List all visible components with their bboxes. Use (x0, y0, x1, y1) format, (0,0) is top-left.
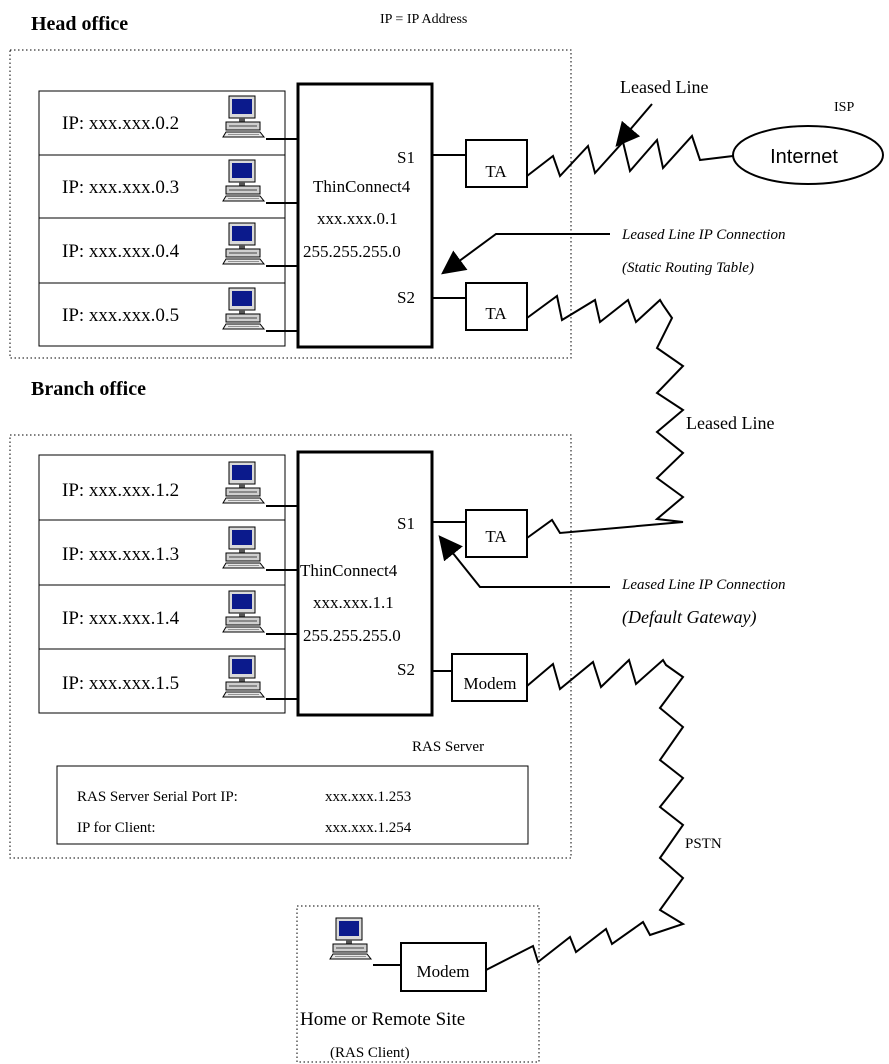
desktop-computer-icon (329, 917, 372, 960)
branch-ta (465, 509, 528, 558)
desktop-computer-icon (222, 590, 265, 633)
remote-modem-label: Modem (417, 962, 470, 981)
leased-line-mid-label: Leased Line (686, 413, 774, 433)
branch-ta-label: TA (485, 527, 507, 546)
branch-modem (451, 653, 528, 702)
branch-host-ip: IP: xxx.xxx.1.2 (62, 480, 179, 501)
branch-router-port-s1: S1 (397, 514, 415, 533)
ras-table-value: xxx.xxx.1.253 (325, 789, 411, 805)
head-ta-1 (465, 139, 528, 188)
branch-host-ip: IP: xxx.xxx.1.3 (62, 544, 179, 565)
ras-table-value: xxx.xxx.1.254 (325, 820, 412, 836)
branch-router-name: ThinConnect4 (300, 561, 398, 580)
remote-site-boundary (296, 905, 540, 1063)
desktop-computer-icon (222, 159, 265, 202)
head-ta-2 (465, 282, 528, 331)
pstn-line (485, 658, 686, 971)
ip-legend: IP = IP Address (380, 12, 467, 27)
branch-router-mask: 255.255.255.0 (303, 626, 401, 645)
leased-ip-default-label: Leased Line IP Connection (621, 577, 785, 593)
desktop-computer-icon (222, 655, 265, 698)
remote-modem (400, 942, 487, 992)
leased-ip-static-sub: (Static Routing Table) (622, 260, 754, 276)
desktop-computer-icon (222, 95, 265, 138)
head-router-ip: xxx.xxx.0.1 (317, 209, 398, 228)
head-router-port-s2: S2 (397, 288, 415, 307)
leased-ip-default-sub: (Default Gateway) (622, 607, 756, 628)
head-router (296, 82, 434, 349)
branch-router (296, 450, 434, 717)
ras-server-label: RAS Server (412, 739, 484, 755)
branch-office-boundary (9, 434, 572, 859)
ras-table-label: RAS Server Serial Port IP: (77, 789, 238, 805)
internet-cloud (732, 125, 884, 185)
branch-host-ip: IP: xxx.xxx.1.5 (62, 673, 179, 694)
leased-ip-static-label: Leased Line IP Connection (621, 227, 785, 243)
head-office-title: Head office (31, 13, 128, 35)
leased-line-top-label: Leased Line (620, 77, 708, 97)
ras-table-label: IP for Client: (77, 820, 156, 836)
desktop-computer-icon (222, 222, 265, 265)
head-office-boundary (9, 49, 572, 359)
remote-site-subtitle: (RAS Client) (330, 1045, 410, 1061)
branch-host-ip: IP: xxx.xxx.1.4 (62, 608, 180, 629)
head-router-name: ThinConnect4 (313, 177, 411, 196)
desktop-computer-icon (222, 526, 265, 569)
branch-office-title: Branch office (31, 378, 146, 400)
isp-label: ISP (834, 100, 854, 115)
branch-host-list (38, 454, 286, 714)
ras-table (56, 765, 529, 845)
head-host-ip: IP: xxx.xxx.0.4 (62, 241, 180, 262)
leased-line-internet (526, 134, 734, 178)
desktop-computer-icon (222, 461, 265, 504)
head-host-ip: IP: xxx.xxx.0.3 (62, 177, 179, 198)
head-host-ip: IP: xxx.xxx.0.5 (62, 305, 179, 326)
head-ta-1-label: TA (485, 162, 507, 181)
head-router-port-s1: S1 (397, 148, 415, 167)
head-router-mask: 255.255.255.0 (303, 242, 401, 261)
pstn-label: PSTN (685, 836, 722, 852)
desktop-computer-icon (222, 287, 265, 330)
branch-modem-label: Modem (464, 674, 517, 693)
head-host-ip: IP: xxx.xxx.0.2 (62, 113, 179, 134)
leased-line-branch (526, 294, 685, 539)
head-ta-2-label: TA (485, 304, 507, 323)
branch-router-ip: xxx.xxx.1.1 (313, 593, 394, 612)
internet-label: Internet (770, 146, 838, 168)
branch-router-port-s2: S2 (397, 660, 415, 679)
remote-site-title: Home or Remote Site (300, 1009, 465, 1030)
